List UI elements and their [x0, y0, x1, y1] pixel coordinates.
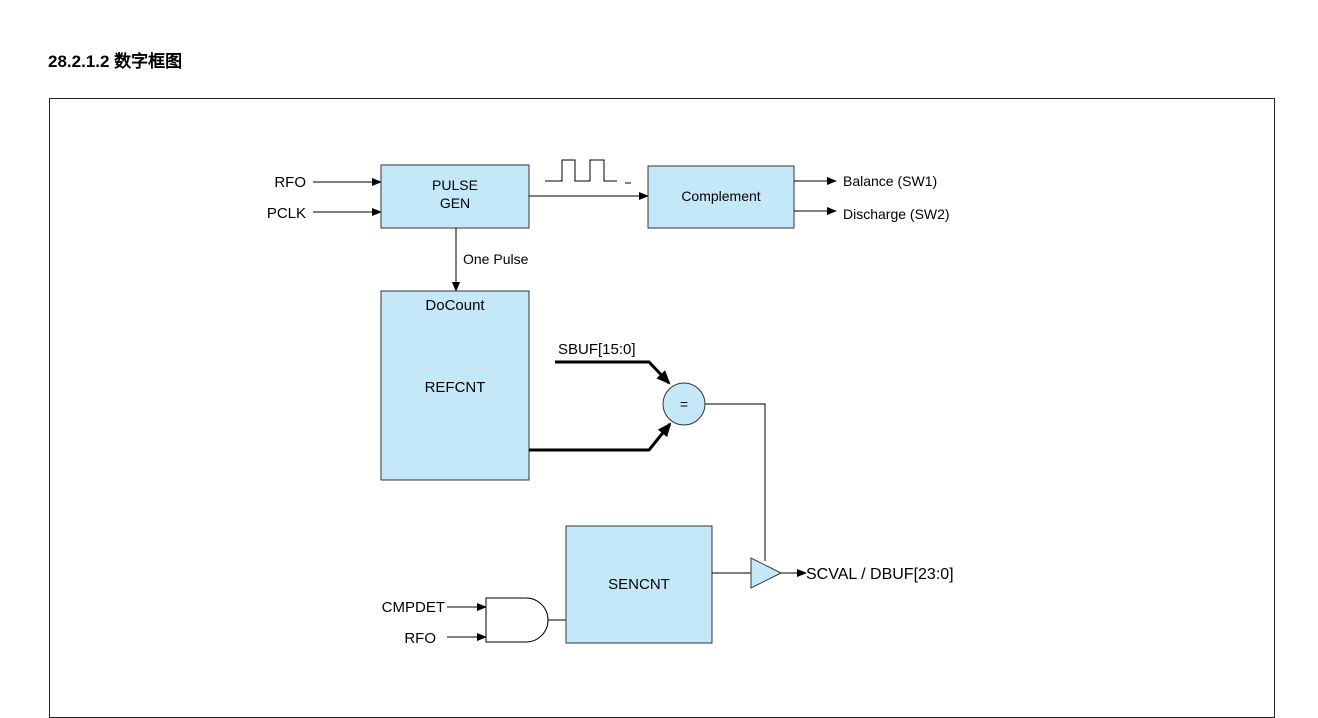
comparator-label: =	[680, 396, 688, 412]
docount-label: DoCount	[425, 297, 485, 314]
pulse-gen-label-line2: GEN	[440, 195, 470, 211]
pulse-gen-block	[380, 164, 530, 229]
complement-block	[647, 165, 795, 229]
output-discharge-label: Discharge (SW2)	[843, 206, 950, 222]
refcnt-label: REFCNT	[425, 379, 486, 396]
output-scval-label: SCVAL / DBUF[23:0]	[806, 566, 954, 583]
refcnt-bus-arrow	[529, 422, 672, 452]
input-pclk-label: PCLK	[267, 205, 306, 222]
output-balance-label: Balance (SW1)	[843, 173, 937, 189]
sbuf-bus-arrow	[555, 360, 671, 385]
input-rfo-top-label: RFO	[274, 174, 306, 191]
block-diagram: RFO PCLK PULSE GEN Complement Balance (S…	[267, 159, 954, 647]
sbuf-label: SBUF[15:0]	[558, 341, 636, 358]
input-rfo-bottom-label: RFO	[404, 630, 436, 647]
section-heading: 28.2.1.2 数字框图	[48, 52, 183, 71]
sencnt-label: SENCNT	[608, 576, 670, 593]
one-pulse-label: One Pulse	[463, 251, 529, 267]
sencnt-block	[565, 525, 713, 644]
pulse-gen-label-line1: PULSE	[432, 177, 478, 193]
and-gate	[485, 597, 549, 643]
refcnt-block	[380, 290, 530, 481]
input-cmpdet-label: CMPDET	[382, 599, 445, 616]
tristate-buffer	[750, 557, 783, 589]
complement-label: Complement	[681, 188, 760, 204]
comparator-output-wire	[705, 403, 766, 561]
pulse-waveform-icon	[545, 159, 617, 182]
